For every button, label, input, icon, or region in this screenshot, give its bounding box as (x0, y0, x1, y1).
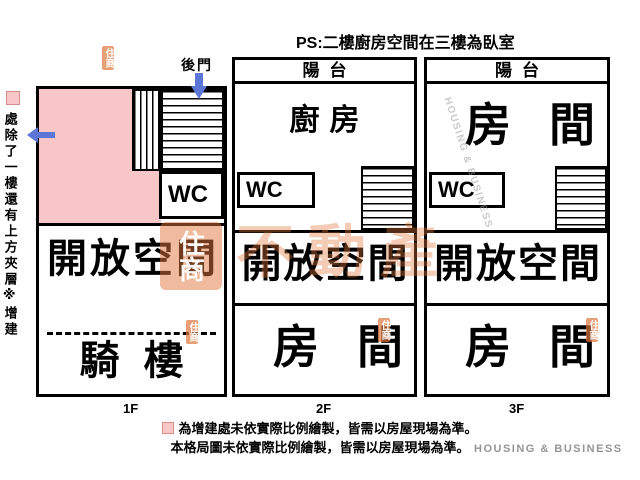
room-bottom-label-3f: 房間 (465, 321, 633, 373)
wall-divider-2f-upper (235, 230, 414, 233)
balcony-3f: 陽台 (424, 57, 610, 84)
wall-divider-2f-lower (235, 303, 414, 306)
legend-text: 處除了一樓還有上方夾層※增建 (2, 112, 18, 338)
floor-3f-plan: 房間 WC 開放空間 房間 (424, 81, 610, 397)
top-note: PS:二樓廚房空間在三樓為臥室 (296, 35, 515, 52)
floor-2f-plan: 廚房 WC 開放空間 房間 (232, 81, 417, 397)
down-arrow-icon (191, 73, 207, 99)
open-space-label-1f: 開放空間 (47, 237, 219, 281)
balcony-label-2f: 陽台 (302, 61, 357, 80)
back-door-label: 後門 (181, 57, 213, 73)
wc-room-2f: WC (237, 172, 315, 208)
room-top-label-3f: 房間 (465, 99, 633, 151)
room-label-2f: 房間 (273, 321, 441, 373)
balcony-label-3f: 陽台 (495, 61, 549, 80)
floor-1f-plan: WC 開放空間 騎樓 (36, 86, 227, 397)
left-arrow-icon (27, 127, 55, 143)
wall-divider-3f-lower (427, 303, 607, 306)
kitchen-label-2f: 廚房 (289, 104, 370, 137)
wall-divider-1f (39, 223, 224, 226)
arcade-label-1f: 騎樓 (79, 339, 208, 383)
stairs-vertical-hatch-1f (132, 89, 161, 171)
dashed-boundary-1f (47, 332, 216, 335)
legend-pink-swatch (6, 91, 20, 105)
balcony-2f: 陽台 (232, 57, 417, 84)
floor-tag-3f: 3F (509, 401, 525, 416)
wall-divider-3f-upper (427, 230, 607, 233)
watermark-logo-chip: 住商 (102, 46, 114, 70)
floor-tag-1f: 1F (123, 401, 139, 416)
footnote-pink-swatch (162, 421, 175, 434)
wc-room-1f: WC (159, 171, 224, 219)
stairs-1f (161, 89, 224, 171)
open-space-label-3f: 開放空間 (434, 242, 602, 286)
wc-room-3f: WC (429, 172, 505, 208)
footnote-addition: 為增建處未依實際比例繪製，皆需以房屋現場為準。 (0, 418, 640, 437)
stairs-3f (555, 166, 607, 230)
footnote-addition-text: 為增建處未依實際比例繪製，皆需以房屋現場為準。 (178, 421, 478, 436)
open-space-label-2f: 開放空間 (241, 242, 410, 286)
footnote-disclaimer: 本格局圖未依實際比例繪製，皆需以房屋現場為準。 (170, 440, 470, 455)
stairs-2f (361, 166, 414, 230)
floor-tag-2f: 2F (316, 401, 332, 416)
